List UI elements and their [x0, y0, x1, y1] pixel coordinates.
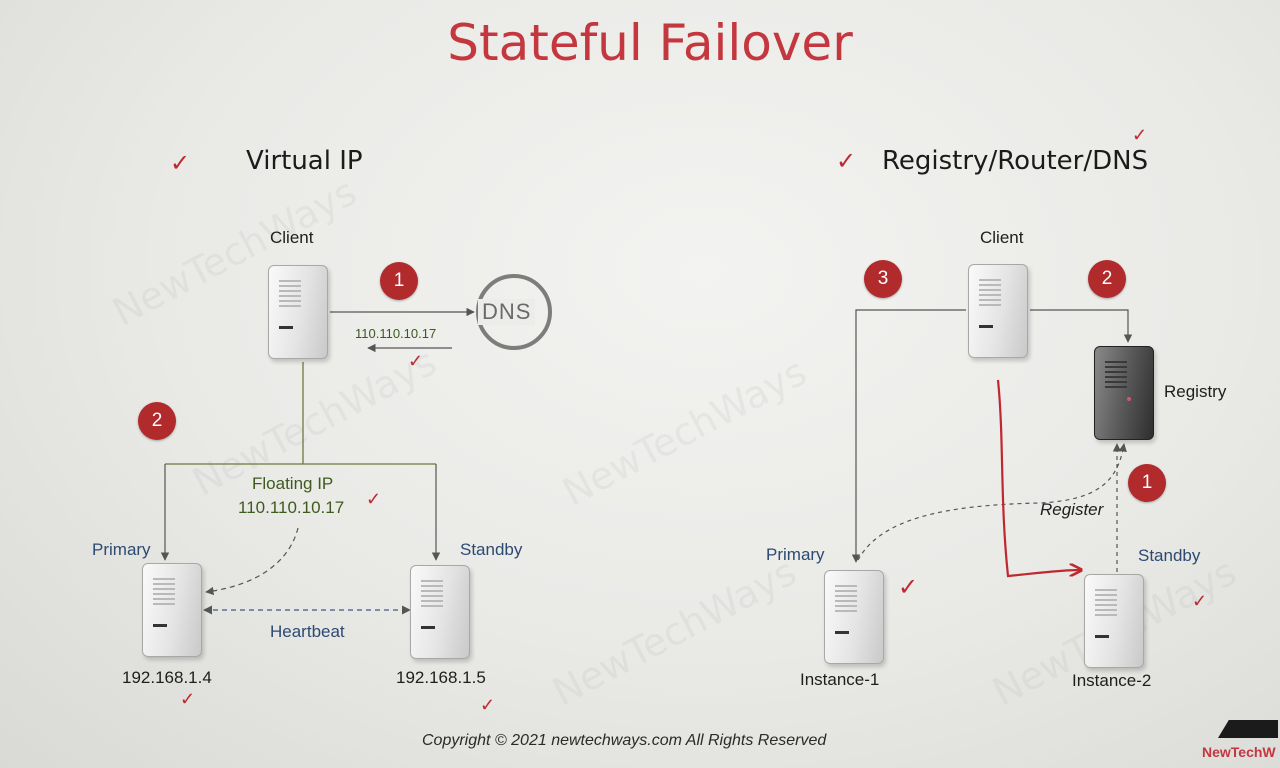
- step-badge-2: 2: [1088, 260, 1126, 298]
- dns-label: DNS: [478, 299, 536, 325]
- check-mark: ✓: [898, 574, 919, 601]
- client-to-registry-arrow: [1030, 309, 1133, 343]
- instance2-label: Instance-2: [1072, 671, 1152, 690]
- step-badge-2: 2: [138, 402, 176, 440]
- instance2-server-icon: [1084, 574, 1144, 668]
- brand-logo-mark: [1218, 720, 1278, 738]
- registry-heading: Registry/Router/DNS: [882, 146, 1149, 176]
- copyright-text: Copyright © 2021 newtechways.com All Rig…: [422, 732, 827, 749]
- step-badge-1: 1: [1128, 464, 1166, 502]
- standby-label: Standby: [460, 540, 523, 559]
- brand-logo-text: NewTechW: [1202, 744, 1276, 760]
- client-to-primary-arrow: [851, 309, 966, 563]
- failover-annotation: [996, 379, 1080, 578]
- instance1-server-icon: [824, 570, 884, 664]
- virtual-ip-heading: Virtual IP: [246, 146, 363, 176]
- heartbeat-label: Heartbeat: [270, 622, 345, 641]
- floating-ip-arrow: [205, 527, 299, 596]
- client-server-icon: [268, 265, 328, 359]
- check-mark: ✓: [1192, 591, 1208, 611]
- check-mark: ✓: [366, 489, 382, 509]
- check-mark: ✓: [408, 351, 424, 371]
- page-title: Stateful Failover: [447, 14, 853, 72]
- client-label: Client: [270, 228, 314, 247]
- check-mark: ✓: [836, 148, 857, 175]
- primary-label: Primary: [92, 540, 151, 559]
- check-mark: ✓: [180, 689, 196, 709]
- primary-ip: 192.168.1.4: [122, 668, 212, 687]
- right-client-server-icon: [968, 264, 1028, 358]
- floating-ip-label: Floating IP: [252, 474, 334, 493]
- check-mark: ✓: [480, 695, 496, 715]
- right-standby-label: Standby: [1138, 546, 1201, 565]
- floating-ip-value: 110.110.10.17: [238, 498, 345, 517]
- step-badge-3: 3: [864, 260, 902, 298]
- primary-server-icon: [142, 563, 202, 657]
- instance1-label: Instance-1: [800, 670, 880, 689]
- right-client-label: Client: [980, 228, 1024, 247]
- step-badge-1: 1: [380, 262, 418, 300]
- check-mark: ✓: [1132, 125, 1148, 145]
- registry-label: Registry: [1164, 382, 1227, 401]
- standby-server-icon: [410, 565, 470, 659]
- dns-response-ip: 110.110.10.17: [355, 326, 437, 341]
- register-label: Register: [1040, 500, 1104, 519]
- standby-ip: 192.168.1.5: [396, 668, 486, 687]
- check-mark: ✓: [170, 150, 191, 177]
- registry-server-icon: [1094, 346, 1154, 440]
- right-primary-label: Primary: [766, 545, 825, 564]
